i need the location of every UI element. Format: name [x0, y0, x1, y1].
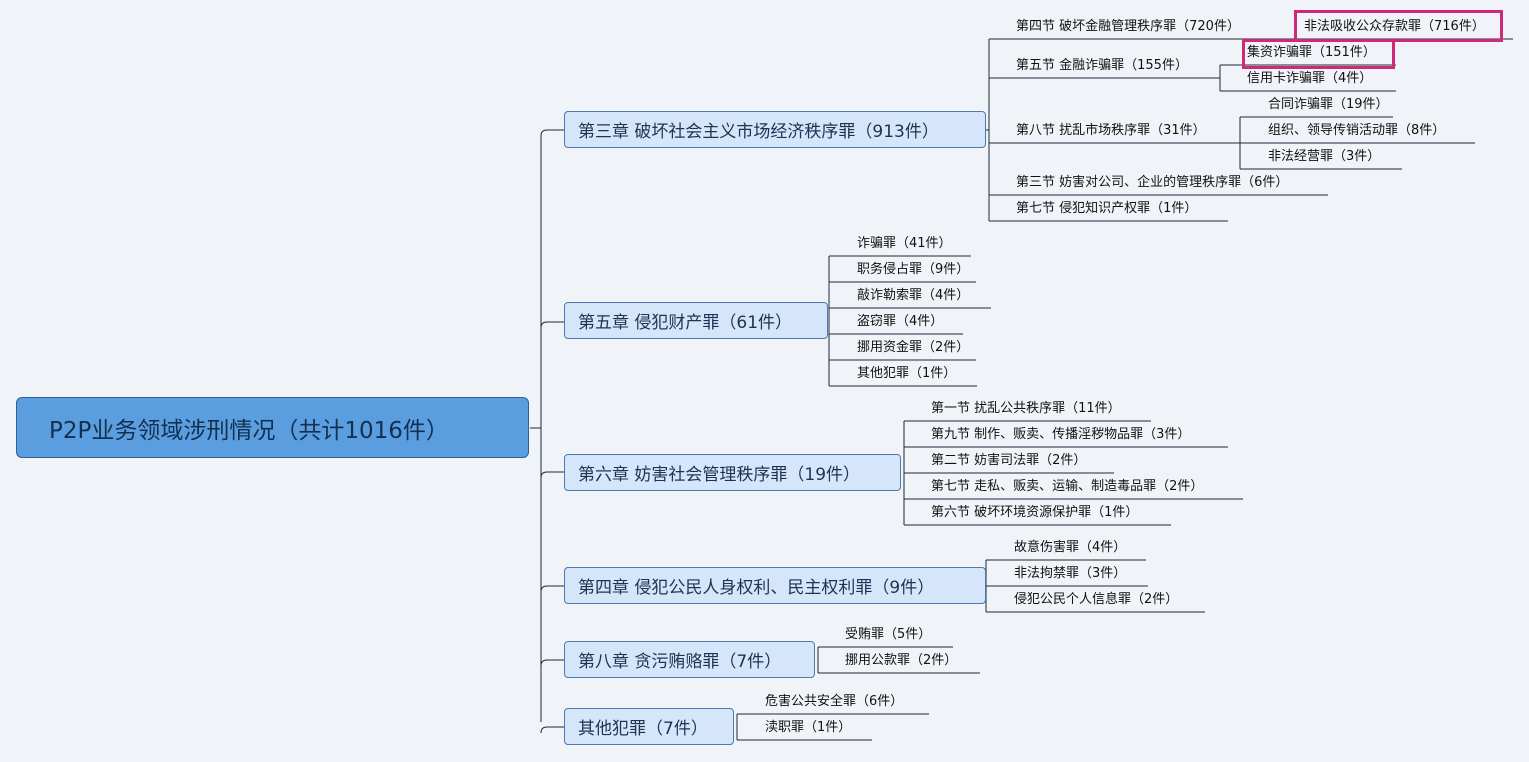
- connector-curve: [540, 726, 564, 734]
- connector-curve: [540, 129, 564, 137]
- illegal-detention[interactable]: 非法拘禁罪（3件）: [1014, 566, 1127, 581]
- section-3-company-management[interactable]: 第三节 妨害对公司、企业的管理秩序罪（6件）: [1016, 175, 1289, 190]
- section-2-judicial-obstruction[interactable]: 第二节 妨害司法罪（2件）: [931, 453, 1087, 468]
- section-5-financial-fraud[interactable]: 第五节 金融诈骗罪（155件）: [1016, 58, 1188, 73]
- public-fund-misappropriation[interactable]: 挪用公款罪（2件）: [845, 653, 958, 668]
- job-embezzlement[interactable]: 职务侵占罪（9件）: [857, 262, 970, 277]
- pyramid-scheme[interactable]: 组织、领导传销活动罪（8件）: [1268, 123, 1446, 138]
- connector-curve: [540, 471, 564, 479]
- connector-curve: [540, 585, 564, 593]
- connector-curve: [540, 321, 564, 329]
- extortion[interactable]: 敲诈勒索罪（4件）: [857, 288, 970, 303]
- chapter-6-node[interactable]: 第六章 妨害社会管理秩序罪（19件）: [564, 454, 901, 491]
- other-crimes-ch5[interactable]: 其他犯罪（1件）: [857, 366, 957, 381]
- fundraising-fraud[interactable]: 集资诈骗罪（151件）: [1247, 45, 1376, 60]
- personal-info-infringement[interactable]: 侵犯公民个人信息罪（2件）: [1014, 592, 1179, 607]
- connector-curve: [540, 659, 564, 667]
- section-4-financial-order[interactable]: 第四节 破坏金融管理秩序罪（720件）: [1016, 19, 1240, 34]
- chapter-4-node[interactable]: 第四章 侵犯公民人身权利、民主权利罪（9件）: [564, 567, 986, 604]
- chapter-other-node[interactable]: 其他犯罪（7件）: [564, 708, 734, 745]
- fund-misappropriation[interactable]: 挪用资金罪（2件）: [857, 340, 970, 355]
- section-9-obscene-materials[interactable]: 第九节 制作、贩卖、传播淫秽物品罪（3件）: [931, 427, 1191, 442]
- bribery[interactable]: 受贿罪（5件）: [845, 627, 932, 642]
- public-safety[interactable]: 危害公共安全罪（6件）: [765, 694, 904, 709]
- contract-fraud[interactable]: 合同诈骗罪（19件）: [1268, 97, 1389, 112]
- credit-card-fraud[interactable]: 信用卡诈骗罪（4件）: [1247, 71, 1373, 86]
- section-8-market-order[interactable]: 第八节 扰乱市场秩序罪（31件）: [1016, 123, 1206, 138]
- fraud[interactable]: 诈骗罪（41件）: [857, 236, 952, 251]
- intentional-injury[interactable]: 故意伤害罪（4件）: [1014, 540, 1127, 555]
- chapter-3-node[interactable]: 第三章 破坏社会主义市场经济秩序罪（913件）: [564, 111, 986, 148]
- section-7-drugs[interactable]: 第七节 走私、贩卖、运输、制造毒品罪（2件）: [931, 479, 1204, 494]
- chapter-5-node[interactable]: 第五章 侵犯财产罪（61件）: [564, 302, 828, 339]
- section-6-environment[interactable]: 第六节 破坏环境资源保护罪（1件）: [931, 505, 1139, 520]
- chapter-8-node[interactable]: 第八章 贪污贿赂罪（7件）: [564, 641, 815, 678]
- dereliction-of-duty[interactable]: 渎职罪（1件）: [765, 720, 852, 735]
- illegal-deposit-absorption[interactable]: 非法吸收公众存款罪（716件）: [1304, 19, 1485, 34]
- section-1-public-order[interactable]: 第一节 扰乱公共秩序罪（11件）: [931, 401, 1121, 416]
- section-7-intellectual-property[interactable]: 第七节 侵犯知识产权罪（1件）: [1016, 201, 1198, 216]
- root-node[interactable]: P2P业务领域涉刑情况（共计1016件）: [16, 397, 529, 458]
- illegal-business[interactable]: 非法经营罪（3件）: [1268, 149, 1381, 164]
- theft[interactable]: 盗窃罪（4件）: [857, 314, 944, 329]
